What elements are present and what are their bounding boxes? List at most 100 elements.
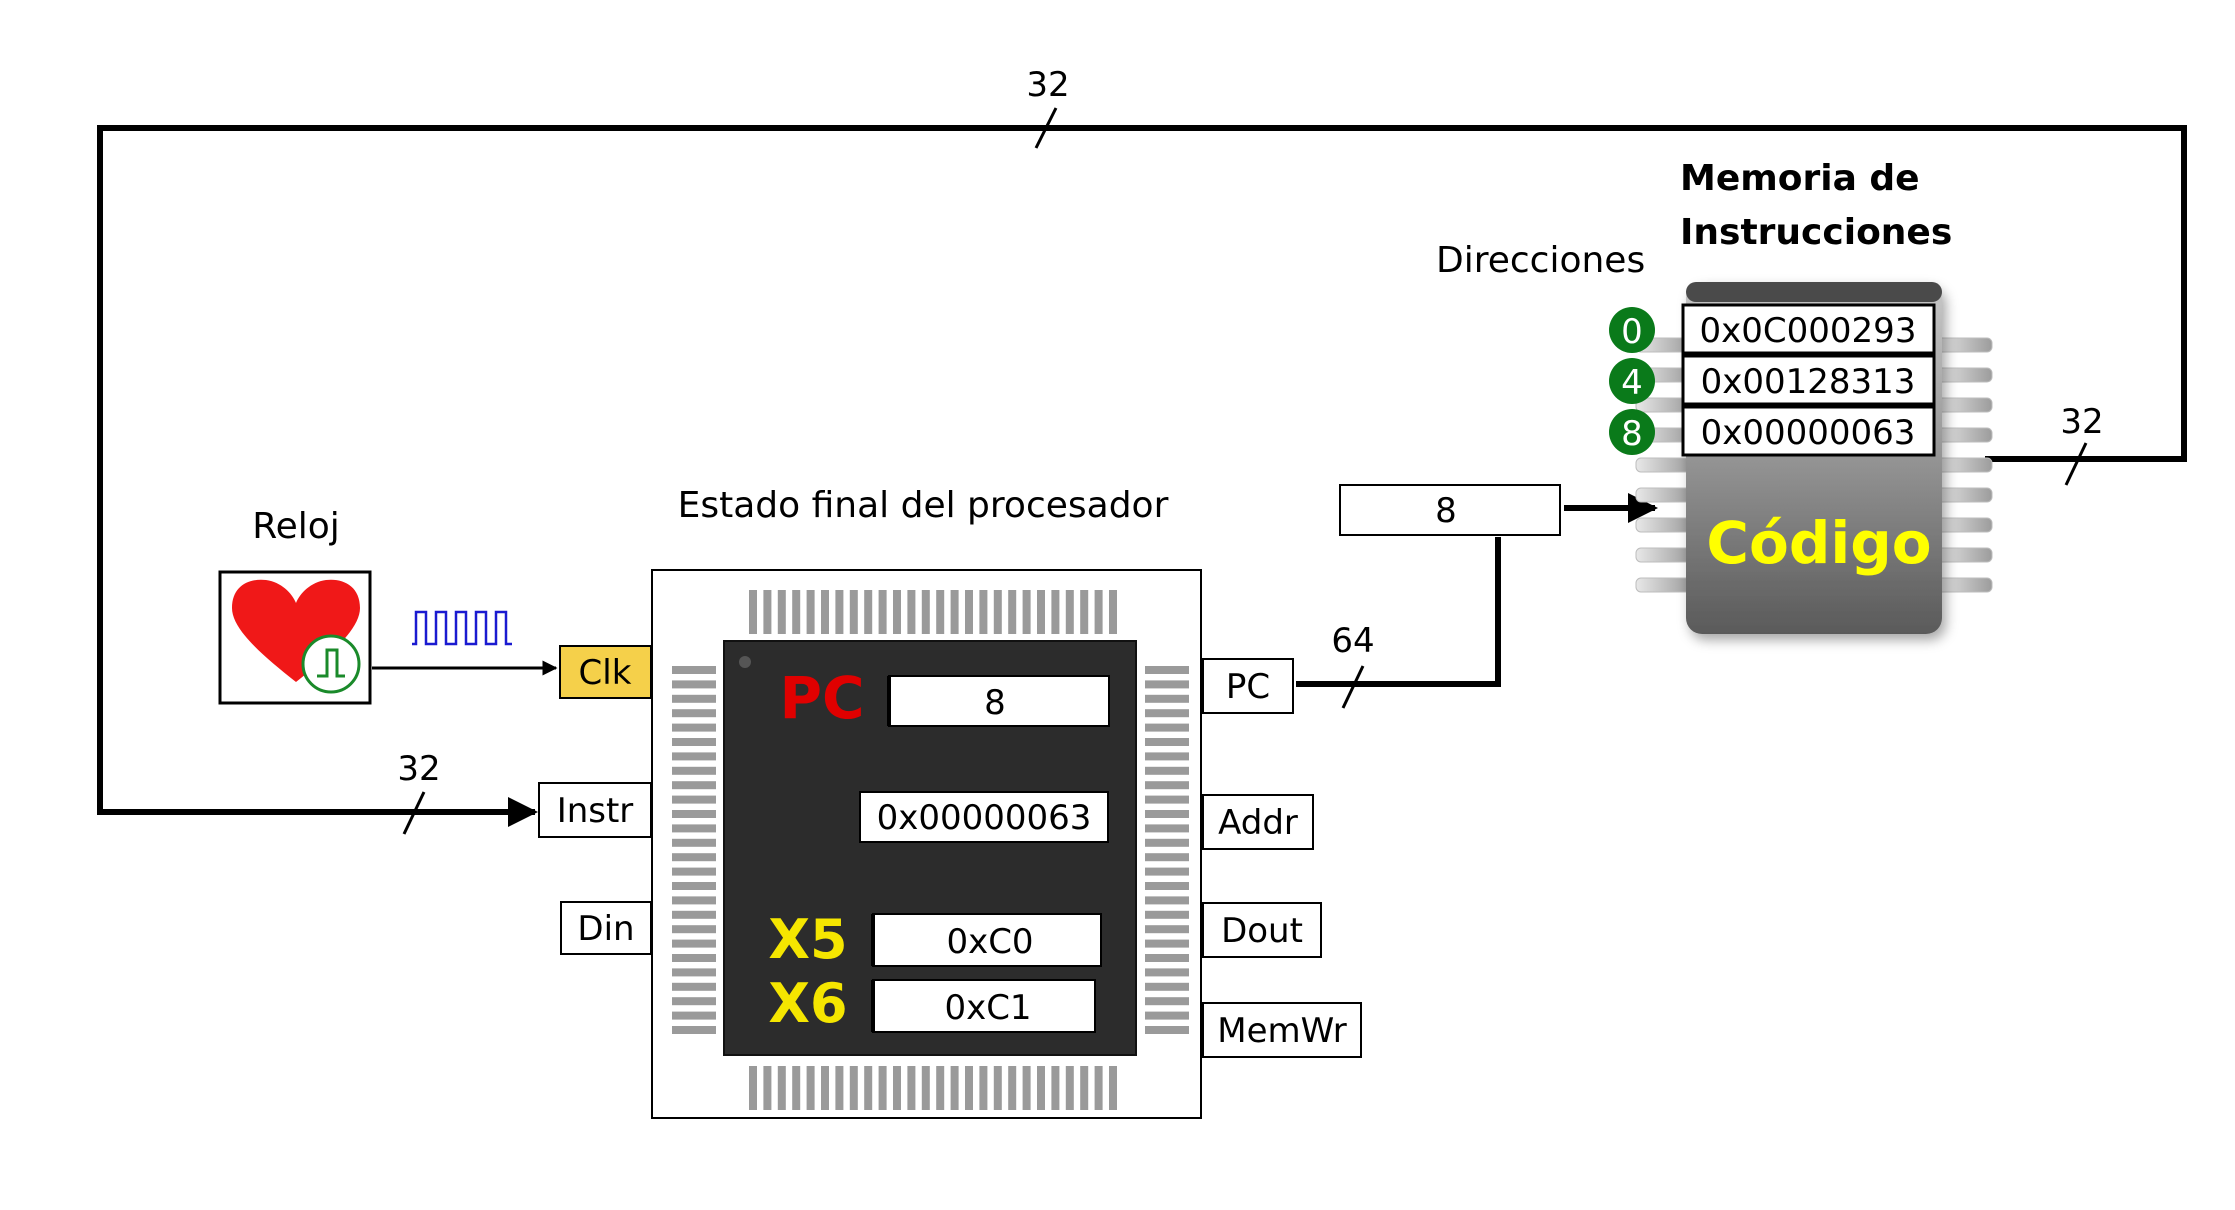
pin <box>672 738 716 746</box>
pin <box>921 590 930 634</box>
pc-register-label: PC <box>779 664 864 732</box>
pin <box>672 867 716 876</box>
pc-register-value: 8 <box>984 683 1006 723</box>
address-badge <box>1609 409 1655 455</box>
pin <box>672 795 716 804</box>
pin <box>893 590 901 634</box>
pin <box>1145 795 1189 804</box>
pin <box>1051 590 1060 634</box>
pin <box>1145 853 1189 862</box>
processor-pins-bottom <box>749 1066 1117 1110</box>
pin <box>835 1066 844 1110</box>
pin <box>1037 590 1045 634</box>
pin <box>749 1066 757 1110</box>
pin <box>1145 738 1189 746</box>
pin <box>1145 709 1189 718</box>
pin <box>1145 694 1189 703</box>
pin <box>907 590 916 634</box>
pin <box>777 1066 786 1110</box>
memory-address: 0 <box>1621 312 1643 352</box>
memory-address: 8 <box>1621 414 1643 454</box>
pin <box>878 1066 887 1110</box>
pin <box>1094 590 1103 634</box>
pin <box>792 1066 801 1110</box>
port-clk: Clk <box>559 645 652 699</box>
wires <box>97 125 2187 827</box>
pin <box>1145 910 1189 919</box>
pin <box>1145 1011 1189 1020</box>
pin <box>965 590 973 634</box>
port-memwr-label: MemWr <box>1217 1011 1346 1051</box>
pin <box>806 590 815 634</box>
pin <box>1145 666 1189 674</box>
pin <box>672 838 716 847</box>
pin <box>672 1026 716 1034</box>
pin <box>806 1066 815 1110</box>
clock-wave-icon <box>412 610 512 646</box>
pc-address-bus <box>1296 537 1501 687</box>
pin <box>1145 766 1189 775</box>
pin <box>1065 1066 1074 1110</box>
port-memwr: MemWr <box>1202 1002 1362 1058</box>
address-badge <box>1609 358 1655 404</box>
pin <box>672 723 716 732</box>
port-addr-label: Addr <box>1218 803 1298 843</box>
memory-cell <box>1681 354 1936 406</box>
pin <box>777 590 786 634</box>
pin <box>1080 1066 1089 1110</box>
port-addr: Addr <box>1202 794 1314 850</box>
pin <box>878 590 887 634</box>
pin <box>1145 968 1189 977</box>
pin <box>1935 577 1993 593</box>
pin <box>1145 680 1189 689</box>
heart-clock-icon <box>232 579 361 694</box>
pin <box>1145 752 1189 761</box>
pin <box>965 1066 973 1110</box>
clock-block <box>218 570 512 705</box>
pin <box>672 666 716 674</box>
pin <box>1065 590 1074 634</box>
pin <box>763 590 772 634</box>
pin <box>1635 577 1693 593</box>
pin <box>1635 457 1693 473</box>
pin <box>672 939 716 948</box>
pin <box>672 752 716 761</box>
pin <box>1935 457 1993 473</box>
bus-width-right: 32 <box>2060 402 2103 442</box>
pin <box>864 1066 873 1110</box>
x5-register-label: X5 <box>768 908 847 971</box>
pin <box>749 590 757 634</box>
pin <box>672 1011 716 1020</box>
pin <box>993 1066 1002 1110</box>
pin <box>936 590 945 634</box>
pin <box>1145 982 1189 991</box>
port-clk-label: Clk <box>579 653 632 693</box>
processor-pins-right <box>1145 666 1189 1034</box>
pin <box>849 590 858 634</box>
pin <box>936 1066 945 1110</box>
current-instruction-value: 0x00000063 <box>877 798 1092 838</box>
pin <box>672 853 716 862</box>
pin <box>821 590 829 634</box>
pin <box>1080 590 1089 634</box>
pin <box>672 882 716 890</box>
pin <box>1109 590 1117 634</box>
address-box: 8 <box>1339 484 1561 536</box>
processor-chip: PC 8 0x00000063 X5 0xC0 X6 0xC1 <box>651 569 1202 1119</box>
addresses-title: Direcciones <box>1436 240 1645 281</box>
pin <box>1935 397 1993 413</box>
x5-register-value: 0xC0 <box>946 922 1033 962</box>
pin <box>1037 1066 1045 1110</box>
pin <box>1022 1066 1031 1110</box>
pin <box>1145 882 1189 890</box>
port-pc: PC <box>1202 658 1294 714</box>
pin <box>763 1066 772 1110</box>
port-instr: Instr <box>538 782 652 838</box>
pin <box>1935 487 1993 503</box>
memory-title-line1: Memoria de <box>1680 158 1920 199</box>
address-badge <box>1609 307 1655 353</box>
